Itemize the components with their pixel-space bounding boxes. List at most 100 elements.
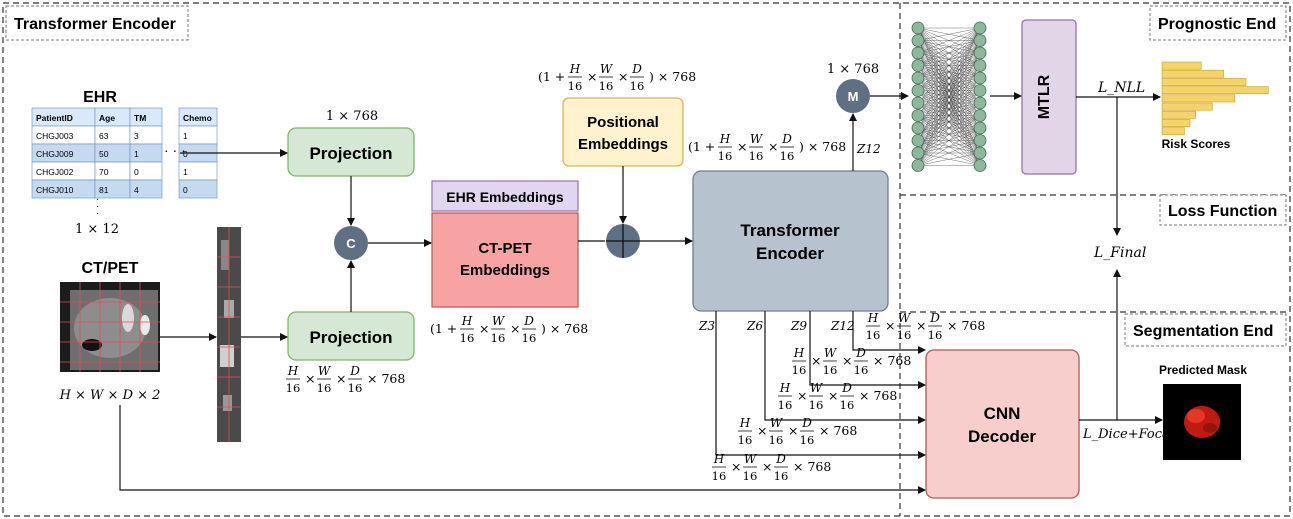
mlp-node bbox=[911, 96, 925, 110]
segmentation-section-label: Segmentation End bbox=[1133, 323, 1273, 340]
transformer-label-2: Encoder bbox=[756, 244, 824, 263]
predicted-mask-image bbox=[1163, 384, 1241, 460]
ehr-value: CHGJ002 bbox=[36, 167, 74, 177]
m-label: M bbox=[848, 89, 859, 104]
risk-bar bbox=[1161, 110, 1196, 119]
ehr-header: PatientID bbox=[36, 113, 73, 123]
dim-text: × bbox=[811, 353, 821, 368]
ehr-value: 63 bbox=[99, 131, 109, 141]
ehr-vdots-2: · bbox=[96, 201, 99, 212]
z3-label: Z3 bbox=[698, 319, 715, 333]
mlp-node bbox=[973, 159, 987, 172]
encoder-section-box bbox=[5, 5, 189, 41]
frac-numerator: D bbox=[929, 311, 940, 325]
ehr-value: 3 bbox=[134, 131, 139, 141]
dim-text: × bbox=[479, 321, 489, 336]
frac-denominator: 16 bbox=[491, 331, 506, 345]
z12-out-label: Z12 bbox=[856, 142, 881, 156]
cnn-label-2: Decoder bbox=[968, 427, 1036, 446]
mlp-edge bbox=[917, 27, 981, 104]
dim-text: × 768 bbox=[873, 353, 911, 368]
frac-numerator: W bbox=[744, 452, 758, 466]
loss-section-box bbox=[1159, 194, 1287, 226]
dim-text: × bbox=[885, 318, 895, 333]
mlp-node bbox=[973, 146, 987, 160]
frac-numerator: W bbox=[750, 132, 764, 146]
frac-numerator: H bbox=[793, 346, 805, 360]
ehr-embeddings-label: EHR Embeddings bbox=[446, 189, 564, 205]
frac-numerator: D bbox=[801, 416, 812, 430]
risk-score-bars bbox=[1161, 61, 1269, 136]
dim-text: (1 + bbox=[538, 69, 565, 84]
frac-denominator: 16 bbox=[778, 398, 793, 412]
loss-section-label: Loss Function bbox=[1168, 203, 1277, 220]
mlp-edge bbox=[917, 152, 981, 166]
ctpet-image bbox=[60, 282, 160, 372]
ctpet-dims: H × W × D × 2 bbox=[59, 388, 161, 403]
risk-bar bbox=[1161, 86, 1269, 95]
frac-numerator: W bbox=[600, 62, 614, 76]
frac-numerator: D bbox=[775, 452, 786, 466]
dimension-annotations: (1 +H16×W16×D16) × 768(1 +H16×W16×D16) ×… bbox=[286, 62, 986, 483]
frac-denominator: 16 bbox=[718, 149, 733, 163]
ctpet-embeddings-label-1: CT-PET bbox=[478, 240, 531, 257]
risk-bar bbox=[1161, 119, 1191, 127]
frac-numerator: H bbox=[713, 452, 725, 466]
ehr-embeddings-box bbox=[431, 180, 579, 212]
mlp-node bbox=[911, 71, 925, 85]
encoder-section-label: Transformer Encoder bbox=[14, 16, 176, 33]
frac-numerator: D bbox=[841, 381, 852, 395]
mtlr-label: MTLR bbox=[1036, 74, 1053, 119]
frac-denominator: 16 bbox=[928, 328, 943, 342]
frac-numerator: W bbox=[898, 311, 912, 325]
dim-text: × bbox=[618, 69, 628, 84]
dim-text: × bbox=[828, 388, 838, 403]
dim-text: (1 + bbox=[430, 321, 457, 336]
dim-text: ) × 768 bbox=[799, 139, 846, 154]
mlp-node bbox=[911, 84, 925, 97]
dim-text: × bbox=[305, 371, 315, 386]
mlp-node bbox=[911, 109, 925, 122]
ehr-value: 0 bbox=[134, 167, 139, 177]
dim-text: × bbox=[797, 388, 807, 403]
risk-scores-label: Risk Scores bbox=[1162, 137, 1231, 151]
dim-text: × bbox=[762, 459, 772, 474]
dim-text: ) × 768 bbox=[541, 321, 588, 336]
dim-text: × bbox=[788, 423, 798, 438]
positional-embeddings-box bbox=[562, 97, 684, 167]
frac-denominator: 16 bbox=[809, 398, 824, 412]
projection-top-label: Projection bbox=[309, 144, 392, 163]
projection-top-dim: 1 × 768 bbox=[326, 109, 378, 124]
mlp-network bbox=[911, 21, 987, 172]
z6-label: Z6 bbox=[746, 319, 763, 333]
risk-bar bbox=[1161, 94, 1236, 103]
ehr-value: CHGJ003 bbox=[36, 131, 74, 141]
dim-text: × 768 bbox=[859, 388, 897, 403]
frac-numerator: W bbox=[770, 416, 784, 430]
ehr-cell bbox=[178, 179, 218, 199]
ehr-value: 1 bbox=[134, 149, 139, 159]
frac-numerator: W bbox=[824, 346, 838, 360]
risk-bar bbox=[1161, 78, 1247, 86]
frac-denominator: 16 bbox=[774, 469, 789, 483]
mlp-edge bbox=[917, 40, 981, 166]
mlp-edge bbox=[917, 90, 981, 166]
ctpet-embeddings-label-2: Embeddings bbox=[460, 262, 550, 279]
mlp-node bbox=[973, 21, 987, 35]
mlp-edge bbox=[917, 27, 981, 154]
ehr-title: EHR bbox=[83, 89, 117, 106]
frac-denominator: 16 bbox=[630, 79, 645, 93]
mlp-edge bbox=[917, 52, 981, 166]
z9-label: Z9 bbox=[790, 319, 807, 333]
frac-denominator: 16 bbox=[823, 363, 838, 377]
predicted-mask-label: Predicted Mask bbox=[1159, 363, 1247, 377]
z12-label: Z12 bbox=[830, 319, 855, 333]
mlp-edge bbox=[917, 27, 981, 41]
mlp-edge bbox=[917, 115, 981, 166]
ehr-header: TM bbox=[134, 113, 146, 123]
mlp-node bbox=[973, 71, 987, 85]
ehr-header: Age bbox=[99, 113, 115, 123]
ehr-value: CHGJ009 bbox=[36, 149, 74, 159]
risk-bar bbox=[1161, 69, 1224, 78]
